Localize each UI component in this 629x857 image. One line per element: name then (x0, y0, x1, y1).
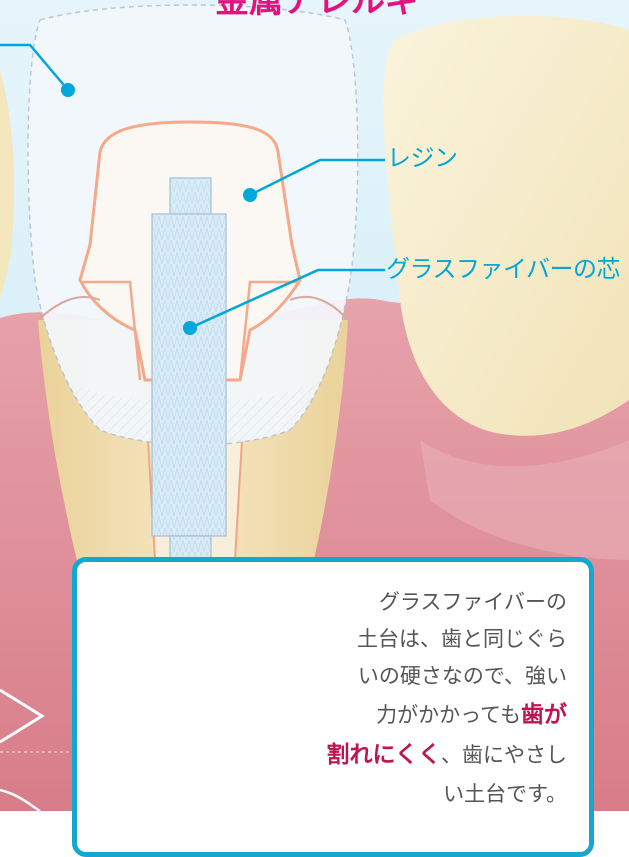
callout-dot (61, 83, 75, 97)
info-emphasis: 割れにくく (326, 742, 441, 768)
info-box: グラスファイバーの 土台は、歯と同じぐら いの硬さなので、強い 力がかかっても歯… (72, 557, 594, 857)
info-line: いの硬さなので、強い (358, 664, 567, 688)
callout-label-resin: レジン (387, 146, 458, 170)
callout-label-fiber-core: グラスファイバーの芯 (386, 257, 620, 281)
callout-dot (243, 188, 257, 202)
info-line: 土台は、歯と同じぐら (357, 627, 567, 651)
info-line: い土台です。 (443, 782, 567, 806)
callout-dot (183, 321, 197, 335)
info-line: 力がかかっても (376, 703, 521, 727)
info-line: 、歯にやさし (441, 743, 567, 767)
info-text: グラスファイバーの 土台は、歯と同じぐら いの硬さなので、強い 力がかかっても歯… (297, 584, 567, 813)
info-line: グラスファイバーの (379, 590, 567, 614)
info-emphasis: 歯が (521, 702, 567, 728)
title-metal-allergy: 金属アレルギ (215, 0, 419, 18)
